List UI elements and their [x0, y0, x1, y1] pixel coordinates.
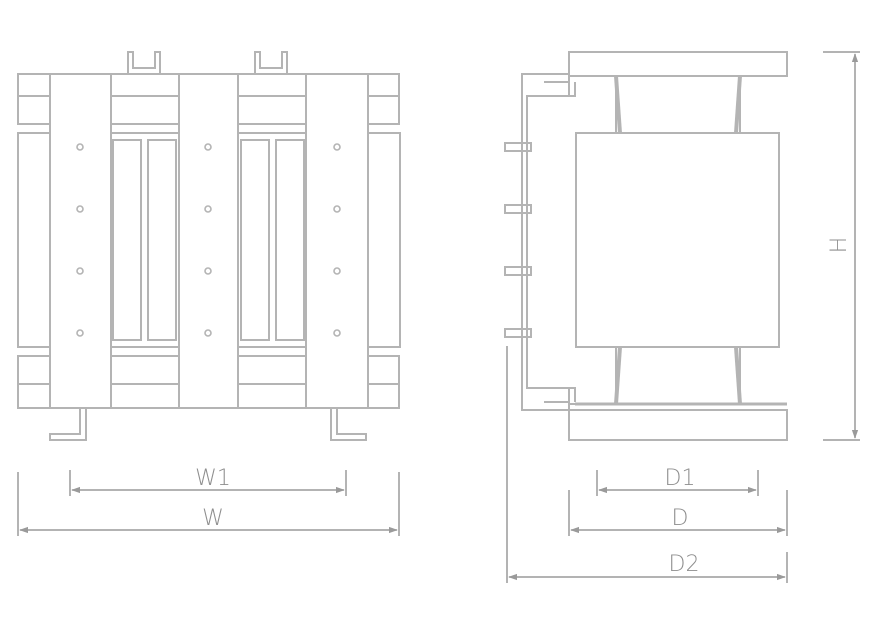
side-bolt: [614, 346, 622, 405]
side-terminal-pin: [504, 266, 532, 276]
side-terminal-pin: [504, 142, 532, 152]
front-foot-left: [49, 408, 87, 441]
label-d1: D1: [665, 466, 696, 491]
label-d: D: [672, 506, 689, 531]
label-w1: W1: [195, 466, 231, 491]
front-clamp-strap-right: [305, 73, 369, 409]
dimension-labels: W1 W D1 D D2 H: [195, 237, 852, 577]
side-view: [504, 51, 788, 441]
front-right-window-inner-b: [275, 139, 305, 341]
front-top-lug-right: [254, 51, 288, 74]
front-rivets: [76, 143, 341, 337]
front-left-outer-core: [17, 132, 51, 348]
rivet: [76, 329, 84, 337]
rivet: [333, 329, 341, 337]
front-clamp-strap-left: [49, 73, 112, 409]
label-d2: D2: [669, 552, 700, 577]
rivet: [204, 143, 212, 151]
rivet: [204, 267, 212, 275]
front-right-window-inner-a: [240, 139, 270, 341]
rivet: [76, 267, 84, 275]
front-top-lug-left: [127, 51, 161, 74]
front-left-window-inner-b: [147, 139, 177, 341]
side-coil-block: [575, 132, 780, 348]
side-bottom-rail: [568, 409, 788, 441]
side-terminal-pin: [504, 328, 532, 338]
side-core-top: [615, 75, 741, 134]
dimension-lines: [17, 51, 860, 583]
rivet: [204, 329, 212, 337]
side-left-channel: [521, 73, 570, 411]
rivet: [204, 205, 212, 213]
side-core-bottom: [615, 346, 741, 405]
side-inner-frame-top: [569, 82, 576, 97]
front-foot-right: [330, 408, 367, 441]
rivet: [76, 205, 84, 213]
front-view: [17, 51, 401, 441]
rivet: [333, 143, 341, 151]
label-h: H: [827, 237, 852, 254]
front-clamp-strap-center: [178, 73, 239, 409]
rivet: [333, 205, 341, 213]
rivet: [333, 267, 341, 275]
side-top-rail: [568, 51, 788, 77]
front-left-window: [110, 132, 180, 348]
side-clamp-bolts: [575, 75, 787, 406]
label-w: W: [202, 506, 224, 531]
side-inner-frame-bottom: [569, 387, 576, 402]
side-terminal-pin: [504, 204, 532, 214]
rivet: [76, 143, 84, 151]
side-bolt: [614, 75, 622, 134]
side-bolt: [734, 346, 742, 405]
front-right-outer-core: [367, 132, 401, 348]
front-left-window-inner-a: [112, 139, 142, 341]
front-right-window: [237, 132, 307, 348]
side-bolt: [734, 75, 742, 134]
